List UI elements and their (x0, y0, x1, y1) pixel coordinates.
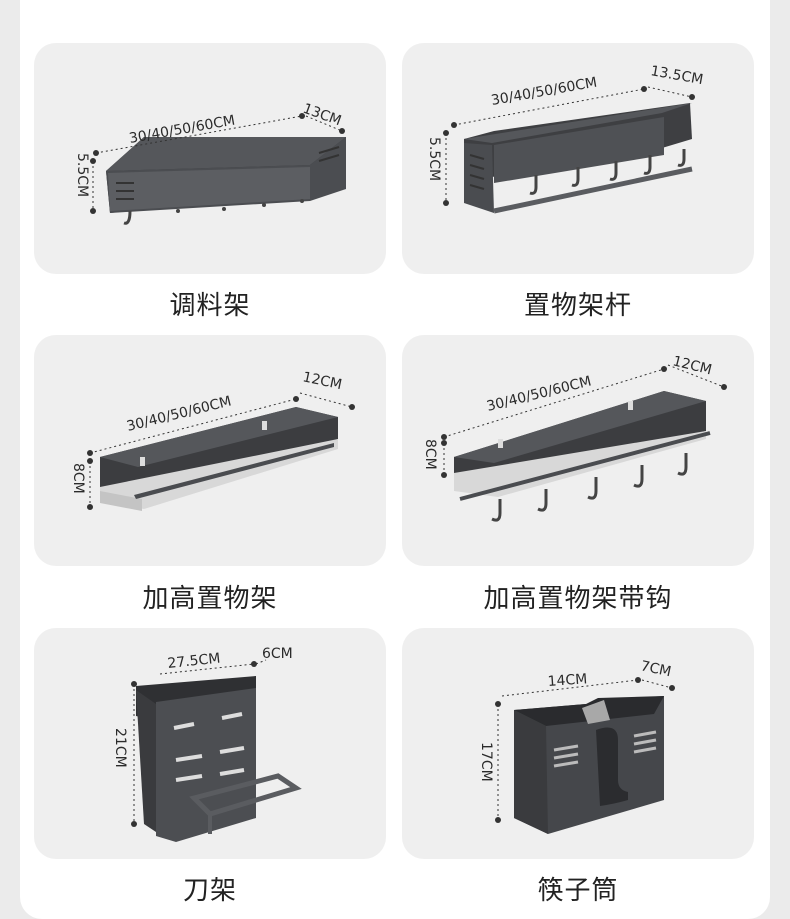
height-label: 5.5CM (426, 137, 442, 181)
knife-rack-illustration: 27.5CM 6CM 21CM (112, 646, 302, 842)
product-card-raised-rack: 30/40/50/60CM 12CM 8CM (34, 335, 386, 566)
chopstick-holder-illustration: 14CM 7CM 17CM (478, 658, 675, 834)
raised-rack-hooks-illustration: 30/40/50/60CM 12CM 8CM (422, 353, 727, 522)
rack-with-rod-illustration: 30/40/50/60CM 13.5CM 5.5CM (426, 63, 704, 214)
product-name: 加高置物架 (142, 584, 278, 614)
product-card-knife-rack: 27.5CM 6CM 21CM (34, 628, 386, 859)
length-label: 27.5CM (167, 651, 221, 672)
depth-label: 6CM (262, 646, 293, 662)
length-label: 30/40/50/60CM (485, 373, 593, 414)
length-label: 14CM (547, 671, 588, 690)
height-label: 8CM (422, 439, 438, 470)
height-label: 21CM (112, 728, 128, 768)
product-name: 筷子筒 (537, 876, 619, 906)
product-card-raised-rack-hooks: 30/40/50/60CM 12CM 8CM (402, 335, 754, 566)
spice-rack-illustration: 30/40/50/60CM 13CM 5.5CM (74, 101, 346, 225)
product-name: 置物架杆 (523, 291, 632, 321)
length-label: 30/40/50/60CM (490, 75, 598, 109)
raised-rack-illustration: 30/40/50/60CM 12CM 8CM (70, 369, 355, 511)
product-card-chopstick-holder: 14CM 7CM 17CM (402, 628, 754, 859)
height-label: 17CM (478, 742, 494, 782)
height-label: 5.5CM (74, 153, 90, 197)
depth-label: 7CM (639, 658, 672, 680)
product-name: 加高置物架带钩 (483, 584, 673, 614)
height-label: 8CM (70, 463, 86, 494)
product-card-spice-rack: 30/40/50/60CM 13CM 5.5CM (34, 43, 386, 274)
product-name: 刀架 (182, 876, 237, 906)
product-card-rack-with-rod: 30/40/50/60CM 13.5CM 5.5CM (402, 43, 754, 274)
depth-label: 13CM (301, 101, 344, 130)
product-name: 调料架 (169, 291, 251, 321)
depth-label: 12CM (301, 369, 343, 393)
depth-label: 13.5CM (649, 63, 704, 88)
